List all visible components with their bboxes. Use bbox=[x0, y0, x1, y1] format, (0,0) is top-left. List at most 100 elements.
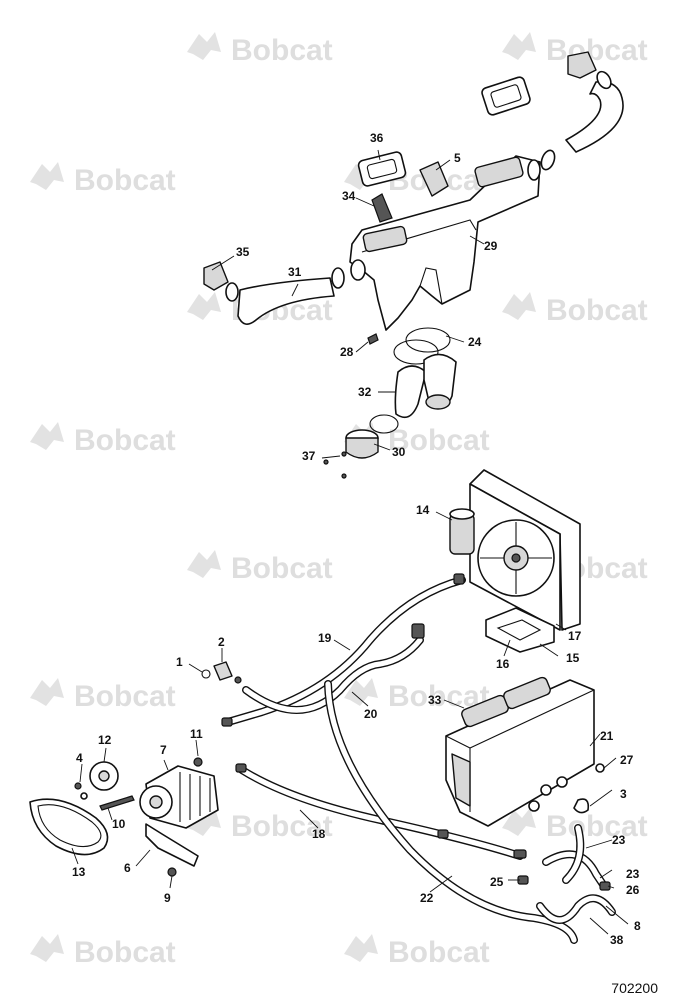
watermark-logo: Bobcat bbox=[30, 422, 176, 457]
main-plenum-housing bbox=[349, 155, 541, 331]
condenser-fan-blades bbox=[480, 522, 552, 594]
callout-12: 12 bbox=[98, 733, 112, 747]
callout-17: 17 bbox=[568, 629, 582, 643]
leader-line bbox=[605, 905, 629, 925]
small-screw bbox=[341, 473, 347, 479]
leader-lines bbox=[71, 149, 629, 935]
watermark-text: Bobcat bbox=[74, 936, 176, 969]
callout-16: 16 bbox=[496, 657, 510, 671]
evaporator-port bbox=[540, 784, 552, 796]
leader-line bbox=[377, 149, 381, 161]
leader-line bbox=[103, 747, 107, 763]
callout-5: 5 bbox=[454, 151, 461, 165]
leader-line bbox=[188, 663, 203, 673]
callout-33: 33 bbox=[428, 693, 442, 707]
watermark-text: Bobcat bbox=[388, 936, 490, 969]
watermark-logo: Bobcat bbox=[30, 934, 176, 969]
callout-13: 13 bbox=[72, 865, 86, 879]
bracket-16-slot bbox=[496, 619, 542, 641]
leader-line bbox=[599, 869, 613, 879]
callout-4: 4 bbox=[76, 751, 83, 765]
leader-line bbox=[435, 511, 453, 521]
hose-fitting bbox=[437, 829, 449, 839]
leader-line bbox=[429, 875, 453, 893]
callout-32: 32 bbox=[358, 385, 372, 399]
upper-right-hose bbox=[565, 81, 624, 153]
receiver-drier-14 bbox=[449, 513, 475, 555]
hose-fitting bbox=[235, 763, 247, 773]
bracket-6 bbox=[145, 823, 199, 867]
drawing-number: 702200 bbox=[611, 980, 658, 996]
drive-belt-13-inner bbox=[37, 804, 102, 848]
evaporator-box-21 bbox=[445, 676, 605, 827]
plenum-side-damper bbox=[419, 161, 449, 197]
leader-line bbox=[435, 159, 451, 171]
leader-line bbox=[585, 839, 613, 849]
plenum-top-outlet bbox=[474, 156, 524, 188]
plenum-left-port bbox=[350, 259, 366, 281]
callout-2: 2 bbox=[218, 635, 225, 649]
condenser-fan-center bbox=[511, 553, 521, 563]
callout-36: 36 bbox=[370, 131, 384, 145]
bolt-10 bbox=[99, 795, 135, 811]
callout-10: 10 bbox=[112, 817, 126, 831]
leader-line bbox=[195, 739, 199, 757]
watermark-logo: Bobcat bbox=[187, 808, 333, 843]
callout-21: 21 bbox=[600, 729, 614, 743]
hose-19-inner bbox=[225, 577, 465, 725]
callout-31: 31 bbox=[288, 265, 302, 279]
watermark-logo: Bobcat bbox=[502, 292, 648, 327]
loose-vent-frame-inner bbox=[490, 84, 522, 108]
nut-4 bbox=[74, 782, 82, 790]
hose-23-lower-inner bbox=[563, 825, 583, 883]
callout-1: 1 bbox=[176, 655, 183, 669]
watermark-logo: Bobcat bbox=[187, 32, 333, 67]
evaporator-port bbox=[528, 800, 540, 812]
leader-line bbox=[555, 623, 567, 631]
callout-23b: 23 bbox=[626, 867, 640, 881]
watermark-text: Bobcat bbox=[231, 34, 333, 67]
plenum-right-port bbox=[527, 159, 541, 181]
hose-fitting bbox=[453, 573, 465, 585]
callout-29: 29 bbox=[484, 239, 498, 253]
callout-25: 25 bbox=[490, 875, 504, 889]
leader-line bbox=[299, 809, 319, 829]
small-screw bbox=[341, 451, 347, 457]
leader-line bbox=[107, 807, 113, 821]
callout-19: 19 bbox=[318, 631, 332, 645]
callout-37: 37 bbox=[302, 449, 316, 463]
bracket-16 bbox=[485, 607, 555, 653]
watermark-text: Bobcat bbox=[231, 810, 333, 843]
duct-assembly bbox=[203, 51, 624, 479]
leader-line bbox=[589, 789, 613, 807]
watermark-logo: Bobcat bbox=[30, 678, 176, 713]
drive-belt-13 bbox=[29, 798, 109, 856]
left-hose-clamp bbox=[331, 267, 345, 289]
elbow-duct-left bbox=[394, 365, 427, 419]
leader-line bbox=[589, 733, 601, 747]
leader-line bbox=[169, 875, 173, 889]
leader-line bbox=[355, 197, 375, 207]
callout-11: 11 bbox=[190, 727, 203, 741]
clamp-27 bbox=[595, 763, 605, 773]
callout-9: 9 bbox=[164, 891, 171, 905]
clamp-3 bbox=[573, 798, 590, 814]
watermark-logo: Bobcat bbox=[30, 162, 176, 197]
loose-vent-frame-36-inner bbox=[366, 158, 398, 180]
evaporator-box-body bbox=[445, 679, 595, 827]
receiver-drier-cap bbox=[449, 508, 475, 520]
leader-line bbox=[71, 847, 79, 865]
callout-7: 7 bbox=[160, 743, 167, 757]
callout-27: 27 bbox=[620, 753, 634, 767]
leader-line bbox=[603, 757, 617, 769]
watermark-logo: Bobcat bbox=[502, 32, 648, 67]
callout-14: 14 bbox=[416, 503, 430, 517]
callout-18: 18 bbox=[312, 827, 326, 841]
washer-4b bbox=[80, 792, 88, 800]
watermark-text: Bobcat bbox=[388, 424, 490, 457]
hose-22-inner bbox=[325, 681, 577, 943]
compressor-7-clutch-hub bbox=[149, 795, 163, 809]
leader-line bbox=[355, 341, 369, 353]
plenum-top-tab bbox=[371, 193, 393, 223]
